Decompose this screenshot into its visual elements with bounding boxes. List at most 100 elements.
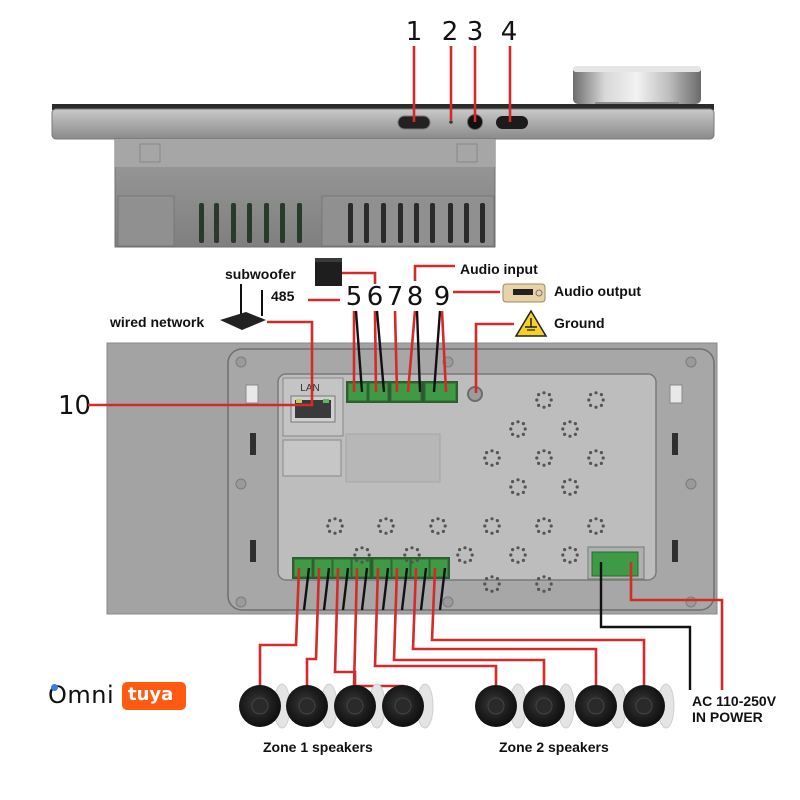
back-view: LAN (106, 342, 718, 615)
port-number-4: 4 (501, 17, 518, 47)
screw-icon (235, 478, 247, 490)
speaker-icon (286, 683, 338, 729)
vent-slot (348, 203, 353, 243)
vent-x (535, 575, 553, 593)
vent-slot (280, 203, 285, 243)
connector-number-6: 6 (367, 282, 384, 312)
power-label-line1: AC 110-250V (692, 693, 777, 709)
mic-hole (449, 120, 453, 124)
vent-x (403, 546, 421, 564)
speaker-icon (475, 683, 527, 729)
vent-slot (414, 203, 419, 243)
vent-x (561, 420, 579, 438)
vent-x (535, 517, 553, 535)
speaker-wire-red (305, 567, 321, 690)
vent-x (326, 517, 344, 535)
speaker-wire-black (438, 567, 447, 611)
power-wires (599, 562, 724, 690)
vent-x (483, 575, 501, 593)
speaker-wire-red (392, 567, 546, 690)
speakers (239, 683, 675, 729)
speaker-wire-red (430, 567, 646, 690)
audio-input-label: Audio input (460, 261, 538, 277)
vent-x (509, 420, 527, 438)
speaker-icon (382, 683, 434, 729)
speaker-wire-black (302, 567, 311, 611)
vent-slot (297, 203, 302, 243)
connector-number-9: 9 (434, 282, 451, 312)
wired-network-label: wired network (109, 314, 204, 330)
screw-icon (685, 356, 697, 368)
vent-slot (214, 203, 219, 243)
screw-icon (235, 356, 247, 368)
speaker-wires (258, 567, 646, 690)
vent-x (456, 546, 474, 564)
vent-slot (480, 203, 485, 243)
vent-x (483, 517, 501, 535)
vent-x (587, 517, 605, 535)
speaker-wire-black (341, 567, 350, 611)
subwoofer-label: subwoofer (225, 266, 296, 282)
speaker-wire-black (419, 567, 428, 611)
port-number-2: 2 (442, 17, 459, 47)
vent-x (535, 391, 553, 409)
zone2-label: Zone 2 speakers (499, 739, 609, 755)
vent-slot (264, 203, 269, 243)
speaker-wire-black (400, 567, 409, 611)
vent-x (561, 478, 579, 496)
side-frame (51, 108, 715, 140)
lan-label: LAN (300, 383, 319, 394)
port-number-1: 1 (406, 17, 423, 47)
tf-card-slot (496, 116, 528, 129)
speaker-terminal-block (292, 557, 450, 579)
speaker-wire-red (258, 567, 301, 690)
speaker-wire-black (322, 567, 331, 611)
rotary-knob (573, 66, 701, 108)
vent-x (587, 449, 605, 467)
front-glass (52, 104, 714, 110)
speaker-wire-red (373, 567, 498, 690)
screw-icon (685, 478, 697, 490)
screw-icon (442, 596, 454, 608)
speaker-icon (575, 683, 627, 729)
speaker-icon (239, 683, 291, 729)
side-vents (199, 203, 485, 243)
speaker-icon (334, 683, 386, 729)
vent-slot (364, 203, 369, 243)
vent-slot (430, 203, 435, 243)
vent-x (561, 546, 579, 564)
omni-dot-icon (51, 684, 58, 691)
amplifier-icon (502, 283, 546, 303)
omni-logo: Omni (48, 681, 114, 709)
vent-x (509, 546, 527, 564)
vent-slot (381, 203, 386, 243)
omni-text: Omni (48, 681, 115, 709)
speaker-icon (623, 683, 675, 729)
zone1-label: Zone 1 speakers (263, 739, 373, 755)
ground-label: Ground (554, 315, 605, 331)
connector-number-7: 7 (387, 282, 404, 312)
inner-housing (277, 373, 657, 581)
port-number-3: 3 (467, 17, 484, 47)
vent-x (353, 546, 371, 564)
vent-slot (247, 203, 252, 243)
vent-x (587, 391, 605, 409)
vent-x (429, 517, 447, 535)
connector-number-8: 8 (407, 282, 424, 312)
screw-icon (235, 596, 247, 608)
vent-slot (199, 203, 204, 243)
tuya-text: tuya (128, 684, 174, 705)
router-icon (220, 284, 266, 330)
speaker-wire-black (381, 567, 390, 611)
power-label-line2: IN POWER (692, 709, 763, 725)
vent-x (535, 449, 553, 467)
lan-number-10: 10 (58, 391, 91, 421)
vent-slot (231, 203, 236, 243)
vent-slot (398, 203, 403, 243)
port-callouts: 1 2 3 4 (406, 17, 518, 122)
tuya-logo: tuya (122, 682, 186, 710)
vent-x (509, 478, 527, 496)
speaker-wire-black (360, 567, 369, 611)
audio-output-label: Audio output (554, 283, 641, 299)
